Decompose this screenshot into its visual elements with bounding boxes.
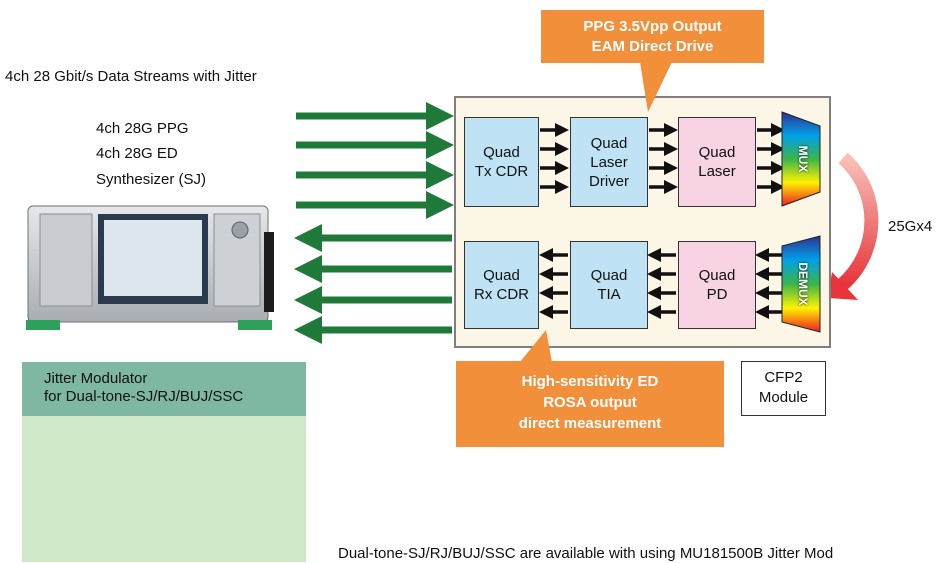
block-quad-laser-driver: Quad Laser Driver xyxy=(570,117,648,207)
instrument-ppg-ed xyxy=(26,205,274,330)
instrument-label-ed: 4ch 28G ED xyxy=(96,145,178,162)
tx-data-arrows xyxy=(296,102,454,219)
block-quad-tia: Quad TIA xyxy=(570,241,648,329)
block-quad-rx-cdr: Quad Rx CDR xyxy=(464,241,539,329)
cfp2-module-label: CFP2 Module xyxy=(741,361,826,416)
mux-prism xyxy=(781,111,821,207)
block-quad-tx-cdr: Quad Tx CDR xyxy=(464,117,539,207)
footnote: Dual-tone-SJ/RJ/BUJ/SSC are available wi… xyxy=(338,545,834,562)
instrument-label-synth: Synthesizer (SJ) xyxy=(96,171,207,188)
instrument-label-ppg: 4ch 28G PPG xyxy=(96,120,189,137)
rx-data-arrows xyxy=(294,224,452,344)
loopback-arrow xyxy=(828,152,879,300)
block-quad-pd: Quad PD xyxy=(678,241,756,329)
jitter-modulator-label: Jitter Modulator for Dual-tone-SJ/RJ/BUJ… xyxy=(22,362,306,416)
loop-label: 25Gx4 xyxy=(888,218,933,235)
top-caption: 4ch 28 Gbit/s Data Streams with Jitter xyxy=(5,68,257,85)
block-quad-laser: Quad Laser xyxy=(678,117,756,207)
callout-top: PPG 3.5Vpp Output EAM Direct Drive xyxy=(541,10,764,63)
callout-bottom: High-sensitivity ED ROSA output direct m… xyxy=(456,361,724,447)
demux-prism xyxy=(781,235,821,333)
